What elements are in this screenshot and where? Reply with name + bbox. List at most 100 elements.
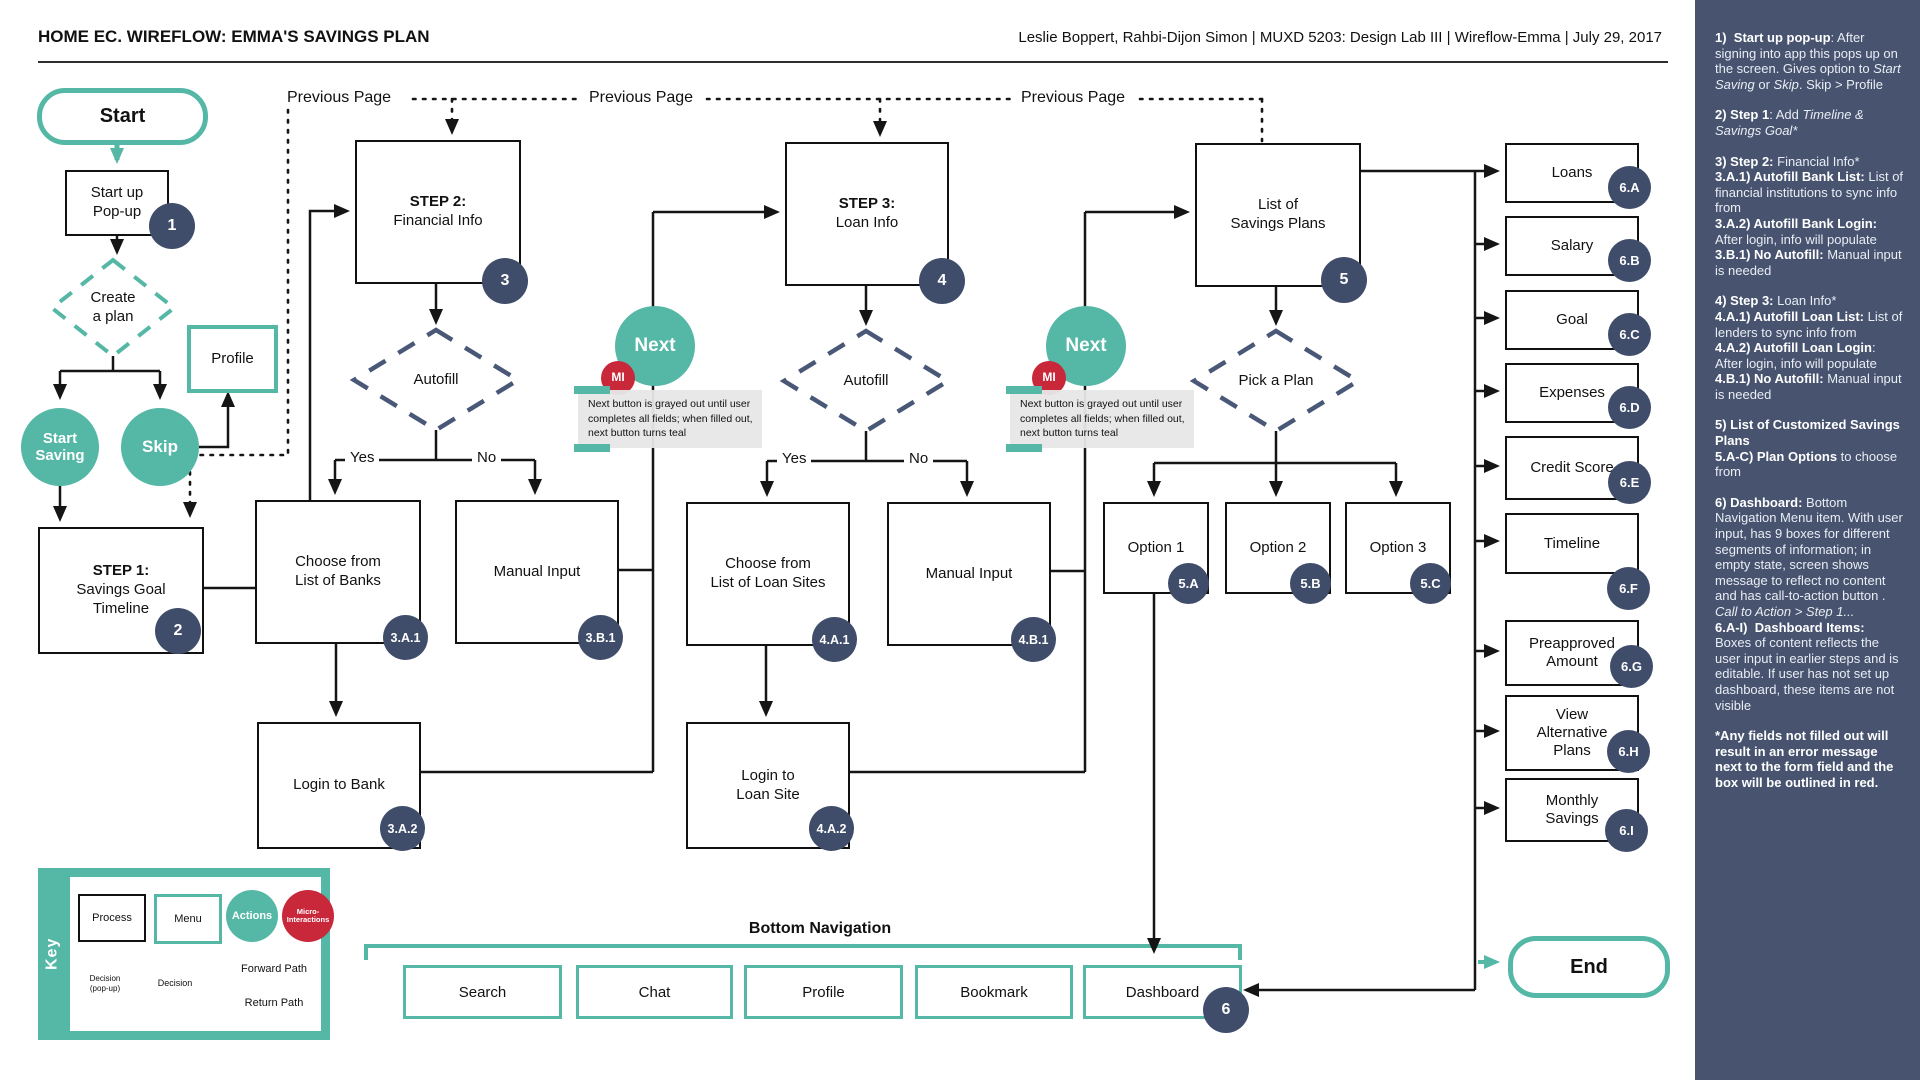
step1-line1: Savings Goal [76,581,166,599]
start-label: Start [99,105,146,127]
mi-note-2: Next button is grayed out until user com… [1006,386,1194,453]
badge-1: 1 [149,203,195,249]
option-3-node[interactable]: Option 3 [1345,502,1451,594]
option-2-node[interactable]: Option 2 [1225,502,1331,594]
autofill-2-diamond [779,328,953,434]
login-loan-label-1: Login to [741,766,795,784]
option-1-label: Option 1 [1127,538,1185,556]
startup-label-1: Start up [90,184,144,202]
dash-item-preapproved-label: Preapproved Amount [1529,635,1615,670]
step3-title: STEP 3: [838,195,896,213]
login-bank-label: Login to Bank [293,776,385,794]
dash-item-salary-label: Salary [1550,237,1594,254]
nav-item-search[interactable]: Search [403,965,562,1019]
decision-popup-diamond [48,257,178,359]
no-label-1: No [472,449,502,466]
step1-title: STEP 1: [92,562,150,580]
mi-note-1-text: Next button is grayed out until user com… [588,398,753,440]
dash-item-timeline[interactable]: Timeline [1505,513,1639,574]
previous-page-label-2: Previous Page [589,89,694,106]
header-credits: Leslie Boppert, Rahbi-Dijon Simon | MUXD… [1018,29,1662,46]
badge-6d: 6.D [1608,386,1651,429]
autofill-1-label: Autofill [413,370,459,388]
note-bracket-icon [1006,444,1042,453]
nav-item-bookmark[interactable]: Bookmark [915,965,1073,1019]
next-1-label: Next [634,335,676,357]
badge-6i: 6.I [1605,809,1648,852]
badge-6a: 6.A [1608,166,1651,209]
autofill-2-decision[interactable]: Autofill [806,367,926,395]
badge-5c: 5.C [1410,563,1451,604]
skip-action[interactable]: Skip [121,408,199,486]
key-actions-label: Actions [231,909,273,922]
nav-item-chat[interactable]: Chat [576,965,733,1019]
badge-6f: 6.F [1607,567,1650,610]
key-decision-popup-line-1: Decision [89,974,121,984]
skip-label: Skip [142,437,178,457]
step3-node[interactable]: STEP 3: Loan Info [785,142,949,286]
nav-search-label: Search [458,983,507,1001]
startup-label-2: Pop-up [92,203,142,220]
manual-input-2-label: Manual Input [925,564,1013,582]
sidebar-note: 1) Start up pop-up: After signing into a… [1715,30,1905,92]
choose-banks-label-1: Choose from [295,553,381,571]
end-label: End [1570,955,1608,978]
key-decision-line: Decision [157,978,193,989]
start-saving-action[interactable]: Start Saving [21,408,99,486]
choose-loans-label-2: List of Loan Sites [710,574,826,591]
login-loan-label-2: Loan Site [736,785,800,803]
mi-1-label: MI [611,370,625,385]
savings-plans-label-2: Savings Plans [1230,215,1326,232]
key-micro-label-2: Interactions [286,915,330,924]
key-process-sample: Process [78,894,146,942]
mi-note-1: Next button is grayed out until user com… [574,386,762,453]
choose-banks-label-2: List of Banks [295,572,381,589]
profile-label: Profile [211,349,254,367]
badge-4b1: 4.B.1 [1011,617,1056,662]
sidebar-note: 5) List of Customized Savings Plans 5.A-… [1715,417,1901,480]
end-node[interactable]: End [1508,936,1670,998]
sidebar-note: 3) Step 2: Financial Info* 3.A.1) Autofi… [1715,153,1906,278]
key-menu-sample: Menu [154,894,222,944]
badge-5b: 5.B [1290,563,1331,604]
profile-menu-node[interactable]: Profile [187,325,278,393]
nav-bookmark-label: Bookmark [960,983,1028,1001]
bottom-navigation-title: Bottom Navigation [748,920,892,937]
sidebar-note: *Any fields not filled out will result i… [1715,728,1898,790]
badge-4a1: 4.A.1 [812,617,857,662]
nav-chat-label: Chat [638,983,671,1001]
dash-item-credit-score-label: Credit Score [1530,459,1614,476]
badge-6e: 6.E [1608,461,1651,504]
key-decision-popup-line-2: (pop-up) [89,984,121,993]
bottom-nav-bracket [364,944,1242,960]
badge-4: 4 [919,258,965,304]
note-bracket-icon [574,386,610,394]
nav-profile-label: Profile [802,983,845,1001]
create-plan-decision[interactable]: Create a plan [63,283,163,333]
nav-dashboard-label: Dashboard [1125,983,1200,1001]
sidebar-note: 4) Step 3: Loan Info* 4.A.1) Autofill Lo… [1715,293,1906,402]
key-decision-popup-label: Decision (pop-up) [77,968,133,1000]
step3-line: Loan Info [835,214,899,231]
key-title: Key [43,937,61,971]
nav-item-profile[interactable]: Profile [744,965,903,1019]
badge-3b1: 3.B.1 [578,615,623,660]
badge-3: 3 [482,258,528,304]
pick-plan-label: Pick a Plan [1238,371,1314,389]
sidebar-note: 2) Step 1: Add Timeline & Savings Goal* [1715,107,1868,138]
option-3-label: Option 3 [1369,538,1427,556]
badge-5a: 5.A [1168,563,1209,604]
step2-title: STEP 2: [409,193,467,211]
next-action-2[interactable]: Next [1046,306,1126,386]
badge-5: 5 [1321,257,1367,303]
start-node[interactable]: Start [37,88,208,145]
pick-plan-decision[interactable]: Pick a Plan [1216,367,1336,395]
savings-plans-label-1: List of [1257,196,1299,214]
autofill-1-decision[interactable]: Autofill [376,366,496,394]
key-actions-sample: Actions [226,890,278,942]
manual-input-1-label: Manual Input [493,562,581,580]
dash-item-timeline-label: Timeline [1543,534,1601,552]
badge-3a2: 3.A.2 [380,806,425,851]
dash-item-loans[interactable]: Loans [1505,143,1639,203]
